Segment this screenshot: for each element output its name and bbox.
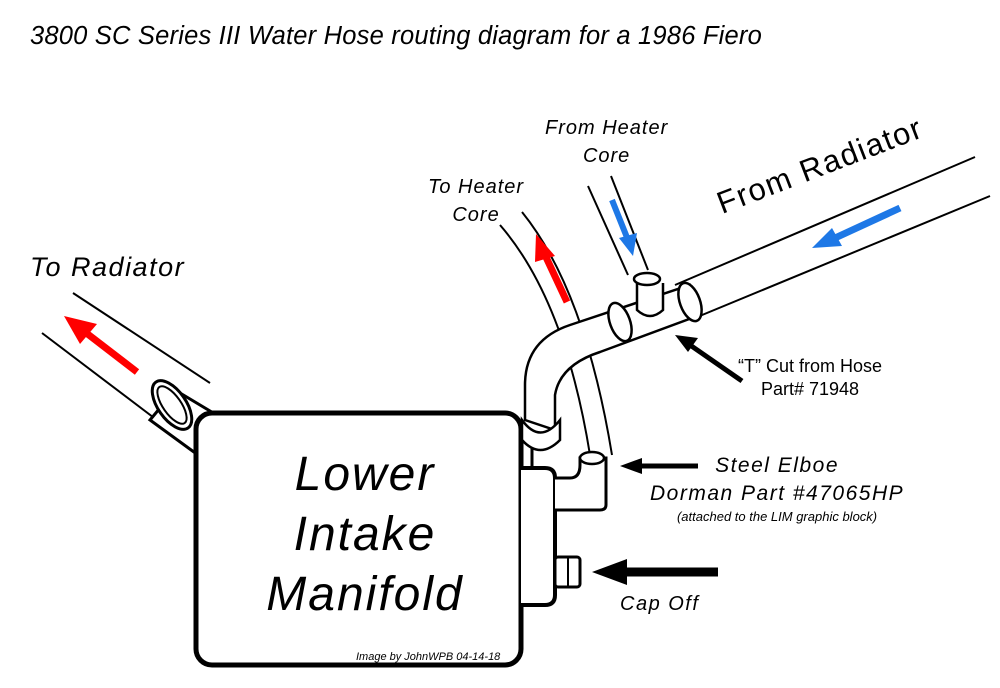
label-from-heater-core: From Heater Core [545,114,668,170]
t-fitting-clamps [520,271,703,466]
label-steel-elbow: Steel Elboe Dorman Part #47065HP (attach… [650,452,904,526]
flow-arrow-to-heater [535,234,571,304]
label-line: Core [452,204,500,226]
pointer-arrow-t-cut [675,335,744,384]
flow-arrow-from-heater [609,198,637,256]
label-note: (attached to the LIM graphic block) [676,509,878,524]
flow-arrow-to-radiator [64,316,140,375]
to-heater-core-hose [499,211,613,456]
label-line: Core [582,145,631,167]
label-line: Steel Elboe [715,454,840,477]
from-radiator-hose [674,156,991,321]
hose-clamp-left [150,379,194,431]
pointer-arrow-cap-off [592,559,718,585]
label-t-cut: “T” Cut from Hose Part# 71948 [738,355,882,401]
cap-off-nipple [553,555,582,589]
label-line: Manifold [266,568,464,621]
from-heater-core-hose [587,175,649,276]
flow-arrow-from-radiator [812,204,902,248]
label-cap-off: Cap Off [620,593,700,615]
label-line: To Heater [428,176,525,198]
diagram-title: 3800 SC Series III Water Hose routing di… [30,22,762,50]
label-line: “T” Cut from Hose [738,356,883,376]
label-line: Dorman Part #47065HP [650,482,905,505]
to-radiator-hose [41,292,211,431]
label-manifold: Lower Intake Manifold [200,445,530,625]
label-line: Part# 71948 [760,379,860,399]
label-line: Lower [294,448,436,501]
label-to-heater-core: To Heater Core [428,173,524,229]
steel-elbow [555,456,608,512]
pointer-arrow-steel-elbow [620,458,698,474]
lower-intake-manifold [193,410,557,668]
label-line: From Heater [545,117,669,139]
label-to-radiator: To Radiator [30,252,186,282]
image-credit: Image by JohnWPB 04-14-18 [356,651,501,663]
label-line: Intake [293,508,437,561]
